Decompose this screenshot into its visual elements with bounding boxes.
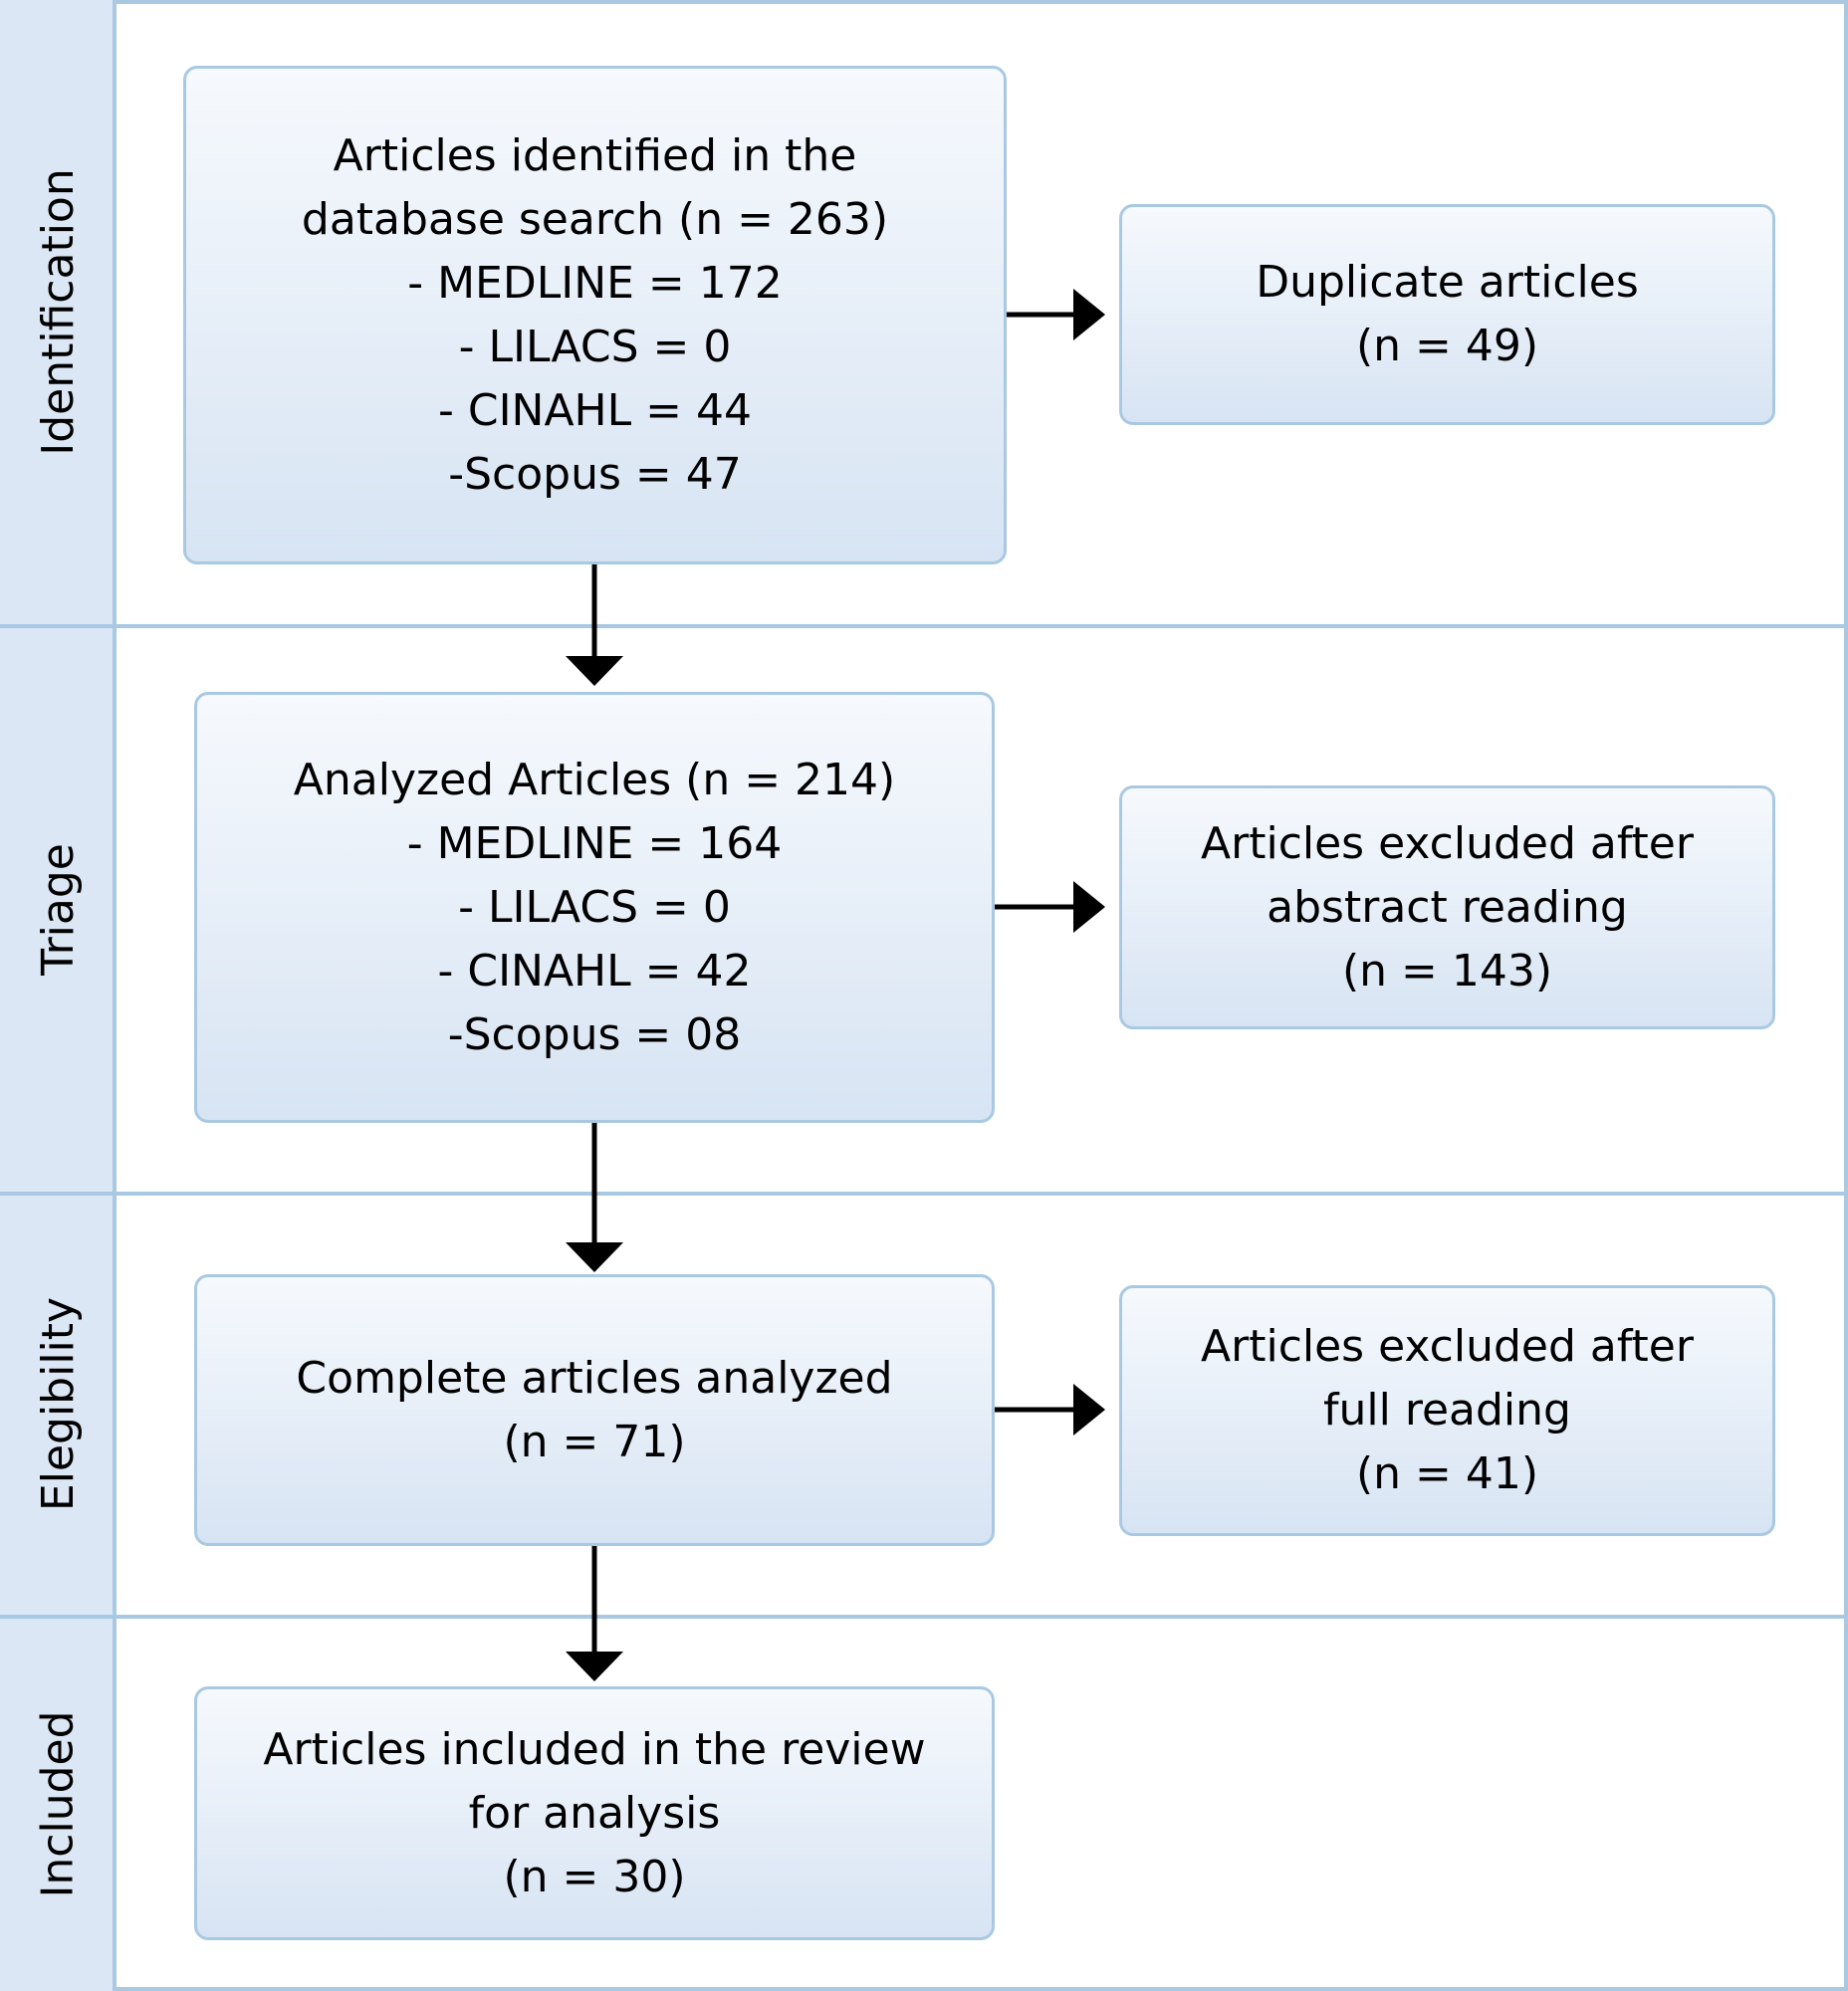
box-text-line: abstract reading [1267, 881, 1628, 933]
box-excluded-abstract: Articles excluded after abstract reading… [1119, 785, 1775, 1029]
box-text-line: (n = 41) [1355, 1448, 1539, 1499]
box-text-line: Articles excluded after [1201, 817, 1694, 869]
box-text-line: (n = 71) [503, 1416, 686, 1467]
stage-sidebar [0, 0, 116, 1991]
box-text-line: (n = 30) [503, 1851, 686, 1902]
stage-divider [0, 624, 1848, 628]
box-text-line: (n = 143) [1341, 945, 1553, 996]
box-text-line: - CINAHL = 42 [437, 945, 752, 996]
box-text-line: - LILACS = 0 [458, 881, 731, 933]
arrow-right-icon [1073, 881, 1105, 933]
box-text-line: for analysis [468, 1787, 721, 1839]
arrow-down-icon [566, 656, 623, 686]
box-text-line: Articles excluded after [1201, 1321, 1694, 1372]
box-text-line: full reading [1323, 1385, 1571, 1436]
stage-divider [0, 1615, 1848, 1619]
stage-divider [0, 1192, 1848, 1196]
arrow-right-icon [1073, 289, 1105, 340]
box-text-line: Complete articles analyzed [296, 1352, 893, 1404]
box-text-line: - LILACS = 0 [458, 321, 732, 372]
box-articles-included: Articles included in the review for anal… [194, 1686, 995, 1940]
box-complete-articles: Complete articles analyzed (n = 71) [194, 1274, 995, 1546]
arrow-right-icon [1073, 1384, 1105, 1436]
box-articles-identified: Articles identified in the database sear… [183, 66, 1007, 564]
box-text-line: database search (n = 263) [301, 193, 889, 245]
arrow-down-icon [566, 1242, 623, 1272]
box-text-line: -Scopus = 08 [447, 1008, 742, 1060]
box-text-line: Analyzed Articles (n = 214) [293, 754, 896, 805]
box-text-line: Articles included in the review [263, 1723, 926, 1775]
arrow-down-icon [566, 1652, 623, 1681]
box-text-line: - MEDLINE = 172 [407, 257, 783, 309]
box-text-line: - CINAHL = 44 [437, 384, 752, 436]
box-analyzed-articles: Analyzed Articles (n = 214) - MEDLINE = … [194, 692, 995, 1123]
box-text-line: -Scopus = 47 [448, 448, 742, 500]
box-text-line: Articles identified in the [333, 129, 857, 181]
box-duplicate-articles: Duplicate articles (n = 49) [1119, 204, 1775, 425]
box-text-line: - MEDLINE = 164 [406, 817, 783, 869]
box-text-line: Duplicate articles [1256, 257, 1639, 308]
box-text-line: (n = 49) [1355, 321, 1539, 371]
box-excluded-full: Articles excluded after full reading (n … [1119, 1285, 1775, 1536]
